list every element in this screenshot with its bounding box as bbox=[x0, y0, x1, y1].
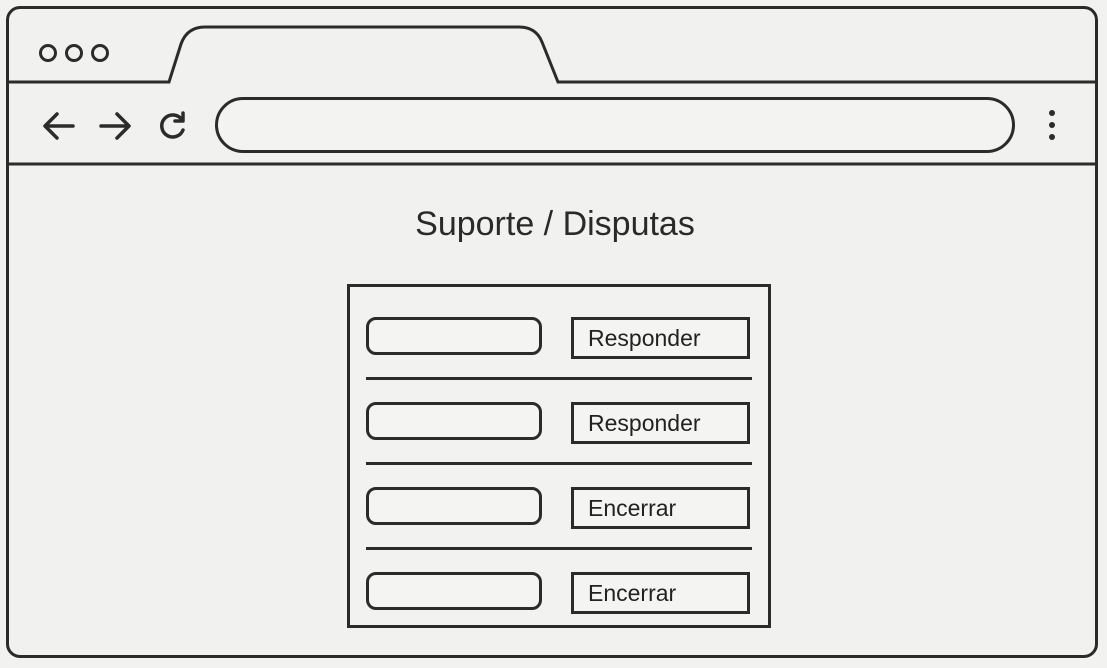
dispute-row: Responder bbox=[350, 402, 768, 462]
dispute-field[interactable] bbox=[366, 487, 542, 525]
close-dispute-button[interactable]: Encerrar bbox=[571, 572, 750, 614]
row-divider bbox=[366, 377, 752, 380]
respond-button[interactable]: Responder bbox=[571, 317, 750, 359]
respond-button[interactable]: Responder bbox=[571, 402, 750, 444]
browser-window: Suporte / Disputas Responder Responder E… bbox=[6, 6, 1098, 658]
dispute-field[interactable] bbox=[366, 317, 542, 355]
dispute-row: Encerrar bbox=[350, 572, 768, 632]
page-title: Suporte / Disputas bbox=[415, 205, 695, 243]
minimize-window-dot[interactable] bbox=[65, 44, 83, 62]
active-tab bbox=[9, 25, 1095, 84]
kebab-menu-icon[interactable] bbox=[1037, 105, 1067, 145]
reload-icon[interactable] bbox=[153, 106, 193, 146]
address-bar[interactable] bbox=[215, 97, 1015, 153]
close-dispute-button[interactable]: Encerrar bbox=[571, 487, 750, 529]
close-window-dot[interactable] bbox=[39, 44, 57, 62]
dispute-field[interactable] bbox=[366, 402, 542, 440]
row-divider bbox=[366, 547, 752, 550]
dispute-row: Responder bbox=[350, 317, 768, 377]
browser-chrome bbox=[9, 25, 1095, 166]
dispute-field[interactable] bbox=[366, 572, 542, 610]
disputes-list: Responder Responder Encerrar Encerrar bbox=[347, 284, 771, 628]
dispute-row: Encerrar bbox=[350, 487, 768, 547]
arrow-right-icon[interactable] bbox=[95, 106, 135, 146]
maximize-window-dot[interactable] bbox=[91, 44, 109, 62]
arrow-left-icon[interactable] bbox=[39, 106, 79, 146]
row-divider bbox=[366, 462, 752, 465]
window-controls bbox=[39, 44, 109, 62]
